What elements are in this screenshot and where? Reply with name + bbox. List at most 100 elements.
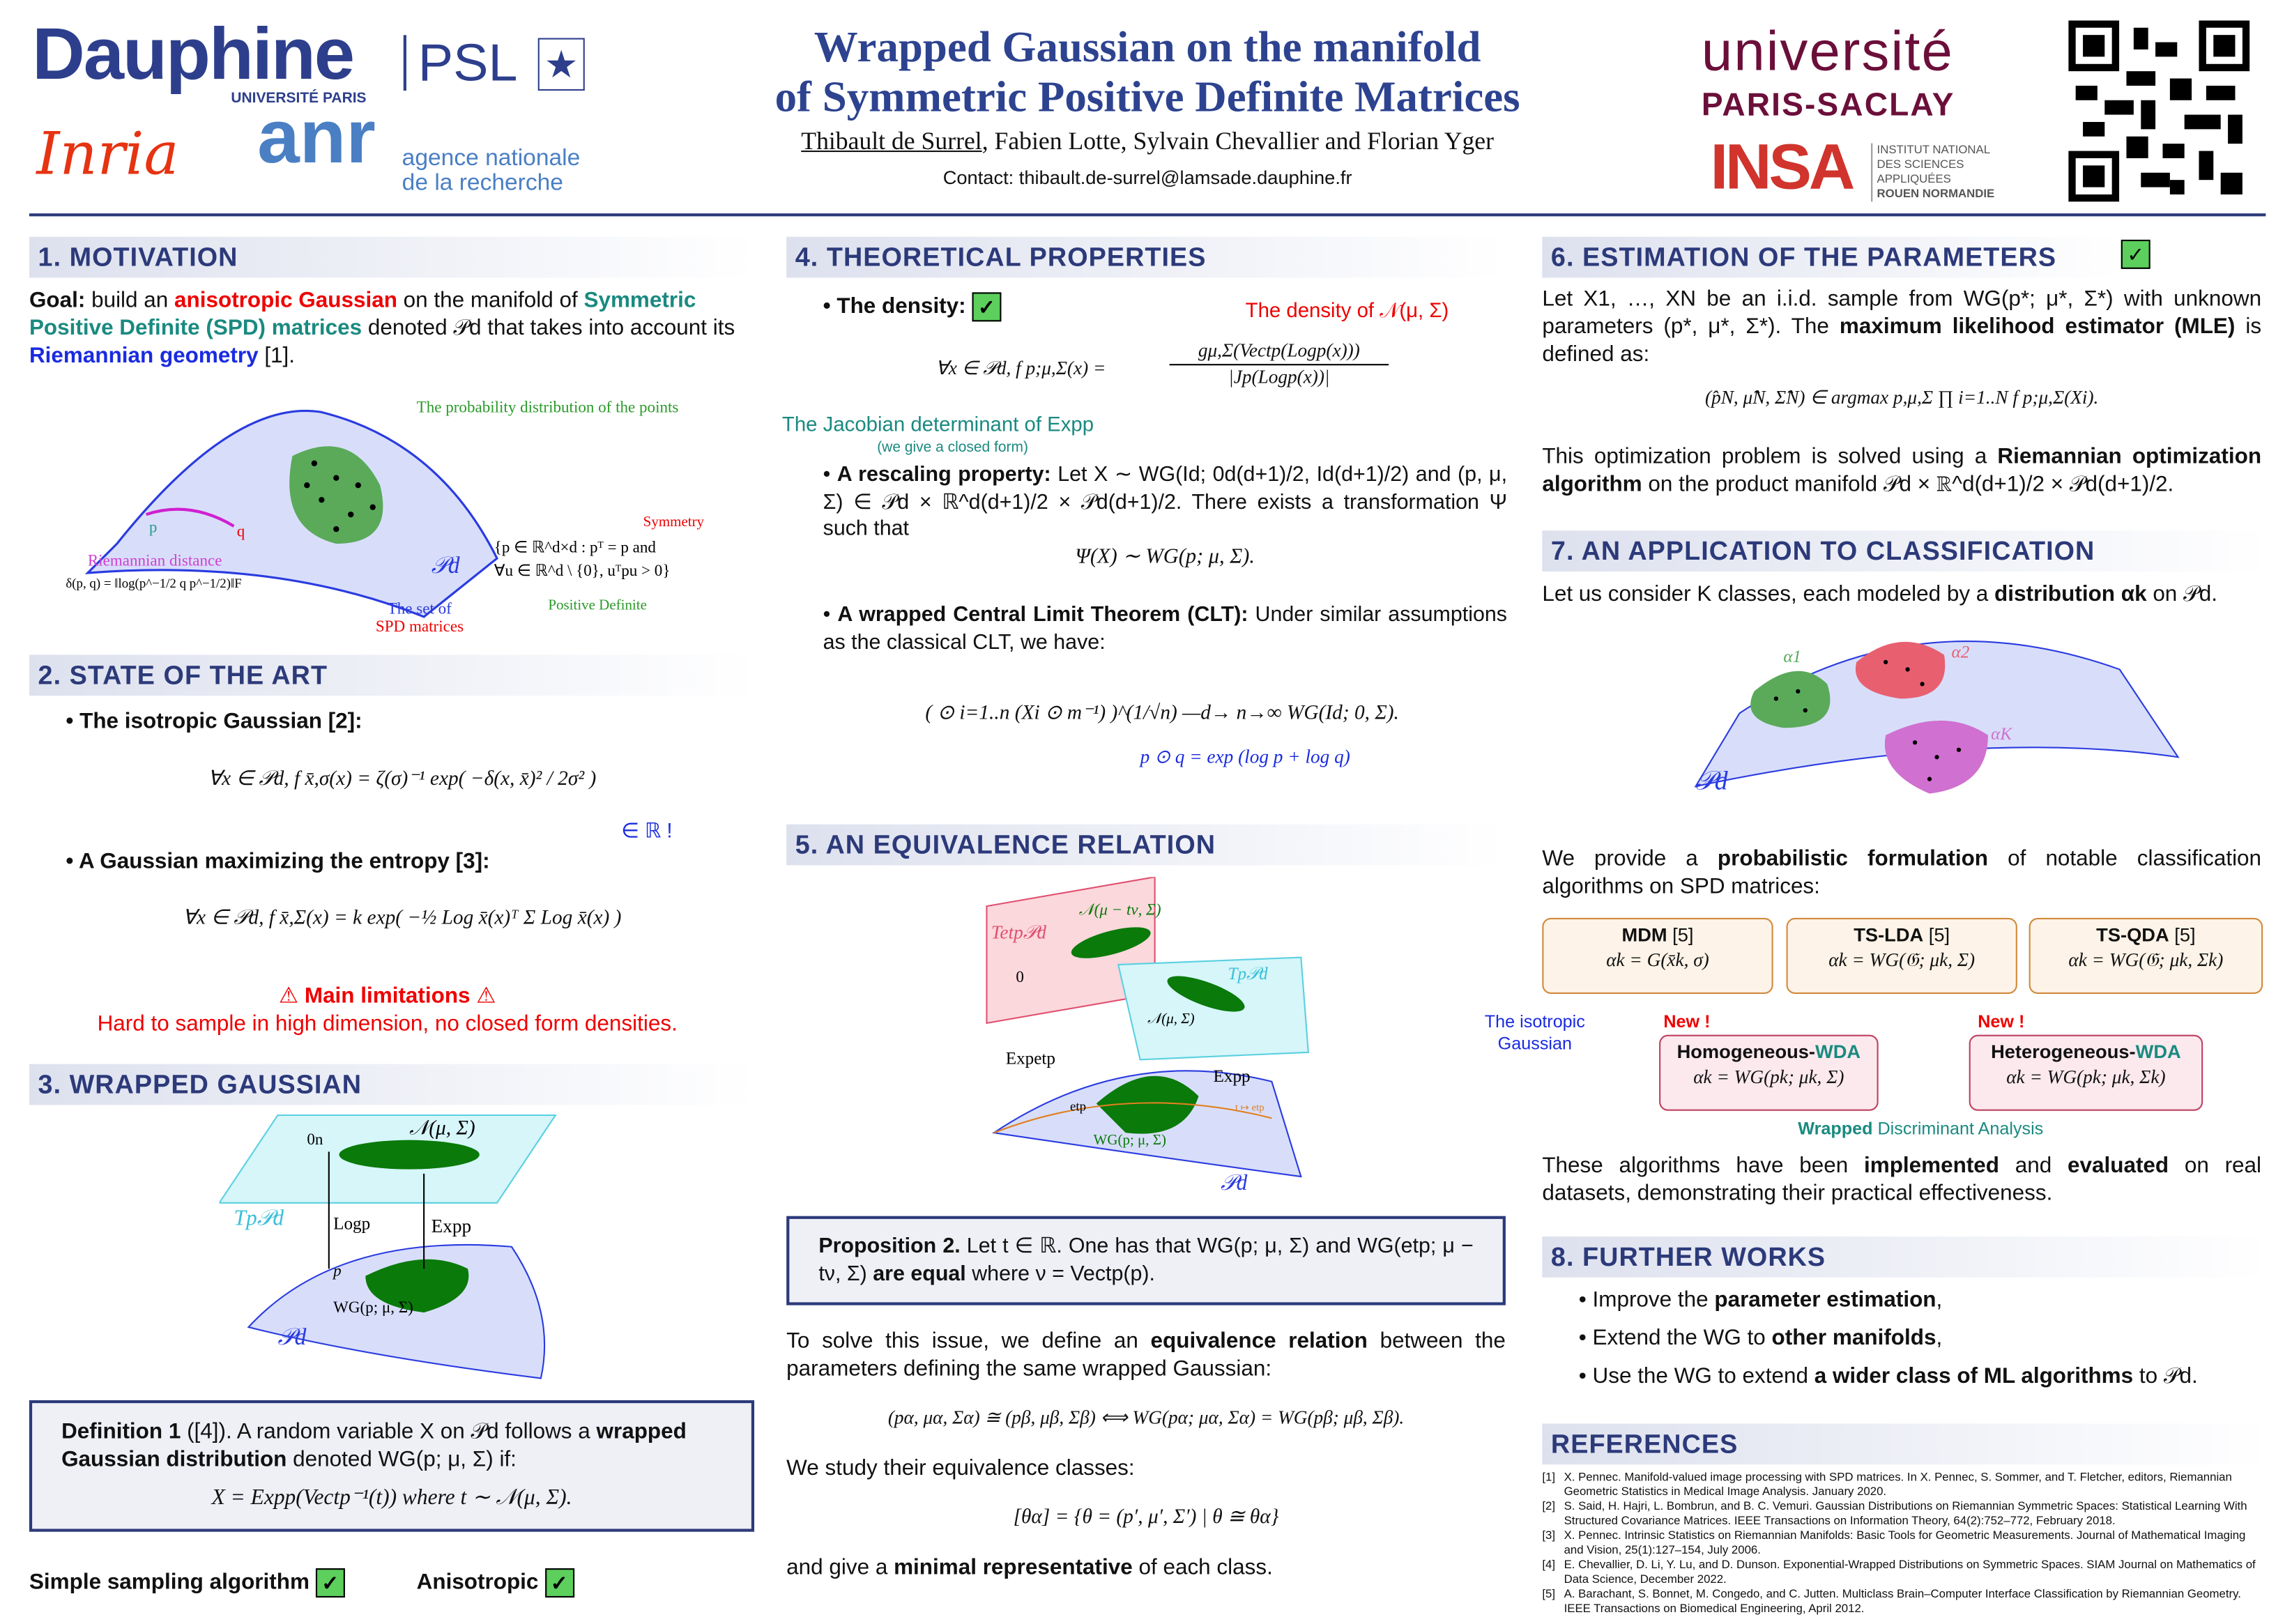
tv-label: t ↦ etp — [1235, 1103, 1265, 1114]
etp-label: etp — [1070, 1100, 1086, 1114]
def-label: Definition 1 — [61, 1419, 181, 1444]
ts-qda-card: TS-QDA [5]αk = WG(𝔊; μk, Σk) — [2029, 917, 2263, 994]
title-line1: Wrapped Gaussian on the manifold — [813, 23, 1481, 72]
density-label: • The density: ✓ — [823, 292, 1002, 322]
text: To solve this issue, we define an — [786, 1328, 1151, 1354]
distribution-blob — [289, 446, 383, 544]
qr-code[interactable] — [2068, 20, 2250, 202]
reference-item: [5]A. Barachant, S. Bonnet, M. Congedo, … — [1542, 1587, 2266, 1616]
equiv-para1: To solve this issue, we define an equiva… — [786, 1327, 1506, 1383]
prop-bold: are equal — [873, 1262, 966, 1286]
motivation-text: Goal: build an anisotropic Gaussian on t… — [29, 286, 753, 371]
bold: distribution αk — [1994, 581, 2147, 607]
anr-sub2: de la recherche — [402, 171, 563, 196]
isotropic-note: The isotropic Gaussian — [1484, 1011, 1585, 1055]
alpha1-label: α1 — [1783, 648, 1801, 666]
log-label: Logp — [333, 1215, 370, 1234]
card-name: Heterogeneous- — [1991, 1041, 2136, 1063]
ref-text: X. Pennec. Intrinsic Statistics on Riema… — [1564, 1529, 2246, 1557]
text: Use the WG to extend — [1592, 1364, 1814, 1389]
card-wda: WDA — [2135, 1041, 2181, 1063]
further-work-item: • Extend the WG to other manifolds, — [1578, 1326, 1943, 1351]
clt-bold: A wrapped Central Limit Theorem (CLT): — [837, 604, 1248, 627]
ref-text: S. Said, H. Hajri, L. Bombrun, and B. C.… — [1564, 1499, 2247, 1528]
ref-num: [1] — [1542, 1470, 1556, 1484]
text: on the product manifold 𝒫d × ℝ^d(d+1)/2 … — [1642, 472, 2174, 498]
definition-box: Definition 1 ([4]). A random variable X … — [29, 1400, 755, 1531]
limitations: ⚠ Main limitations ⚠ Hard to sample in h… — [29, 982, 746, 1038]
warning-icon: ⚠ — [470, 983, 496, 1009]
insa-sub-line: INSTITUT NATIONAL — [1877, 143, 1991, 157]
wda-note: Wrapped Discriminant Analysis — [1798, 1118, 2043, 1138]
section-further-works-heading: 8. FURTHER WORKS — [1542, 1236, 2268, 1278]
set-def1: {p ∈ ℝ^d×d : pᵀ = p and — [494, 538, 657, 556]
text: These algorithms have been — [1542, 1153, 1865, 1179]
classification-para2: We provide a probabilistic formulation o… — [1542, 845, 2261, 901]
rescale-item: • A rescaling property: Let X ∼ WG(Id; 0… — [823, 462, 1507, 571]
reference-item: [3]X. Pennec. Intrinsic Statistics on Ri… — [1542, 1529, 2266, 1558]
manifold-surface — [84, 409, 498, 618]
bold: equivalence relation — [1150, 1328, 1368, 1354]
text: between the parameters defining the same… — [786, 1328, 1506, 1382]
card-eq: αk = WG(pk; μk, Σk) — [2006, 1064, 2166, 1087]
section-equivalence-heading: 5. AN EQUIVALENCE RELATION — [786, 824, 1506, 866]
classification-para1: Let us consider K classes, each modeled … — [1542, 581, 2261, 608]
wda-b: Discriminant Analysis — [1872, 1118, 2044, 1139]
other-authors: , Fabien Lotte, Sylvain Chevallier and F… — [981, 127, 1494, 155]
text: and give a — [786, 1555, 894, 1580]
wrapped-gaussian-figure: 𝒩(μ, Σ) 0n Tp𝒫d Logp Expp p WG(p; μ, Σ) … — [219, 1114, 557, 1379]
tangent-label: Tp𝒫d — [234, 1205, 284, 1230]
saclay-logo: université — [1701, 22, 1954, 84]
equiv-para2: We study their equivalence classes: — [786, 1455, 1135, 1481]
limit-title: Main limitations — [304, 983, 471, 1009]
prob-dist-label: The probability distribution of the poin… — [417, 397, 679, 415]
tetp-label: Tetp𝒫d — [991, 921, 1047, 942]
symmetry-label: Symmetry — [643, 513, 705, 530]
contact[interactable]: Contact: thibault.de-surrel@lamsade.daup… — [942, 167, 1352, 189]
text: , — [1936, 1326, 1943, 1351]
bold: maximum likelihood estimator (MLE) — [1839, 314, 2236, 339]
density-den: |Jp(Logp(x))| — [1228, 365, 1330, 387]
text: Let X1, …, XN be an i.i.d. sample from W… — [1542, 286, 2262, 339]
card-name: Homogeneous- — [1676, 1041, 1816, 1063]
density-eq-lhs: ∀x ∈ 𝒫d, f p;μ,Σ(x) = — [935, 356, 1106, 379]
card-ref: [5] — [1923, 924, 1950, 946]
def-bold: wrapped Gaussian distribution — [61, 1419, 687, 1473]
text: build an — [85, 288, 175, 313]
title-line2: of Symmetric Positive Definite Matrices — [774, 72, 1520, 122]
anisotropic-term: anisotropic Gaussian — [174, 288, 397, 313]
poster-title: Wrapped Gaussian on the manifold of Symm… — [629, 24, 1667, 123]
further-work-item: • Improve the parameter estimation, — [1578, 1287, 1943, 1313]
zero-label: 0 — [1016, 967, 1024, 986]
text: We provide a — [1542, 846, 1718, 871]
bold: parameter estimation — [1714, 1287, 1936, 1313]
wg-label: WG(p; μ, Σ) — [333, 1298, 413, 1316]
mdm-card: MDM [5]αk = G(x̄k, σ) — [1542, 917, 1773, 994]
limit-text: Hard to sample in high dimension, no clo… — [97, 1011, 678, 1037]
anisotropic: Anisotropic ✓ — [417, 1568, 574, 1598]
mle-eq: (p̂N, μ̂N, Σ̂N) ∈ argmax p,μ,Σ ∏ i=1..N … — [1704, 385, 2099, 408]
density-fraction: gμ,Σ(Vectp(Logp(x))) |Jp(Logp(x))| — [1169, 339, 1389, 390]
p-label: p — [149, 517, 158, 535]
alpha2-label: α2 — [1951, 643, 1969, 662]
insa-sub-line: APPLIQUÉES — [1877, 172, 1951, 186]
equiv-eq2: [θα] = {θ = (p′, μ′, Σ′) | θ ≅ θα} — [1013, 1507, 1279, 1529]
section-motivation-heading: 1. MOTIVATION — [29, 236, 755, 278]
sota-eq2: ∀x ∈ 𝒫d, f x̄,Σ(x) = k exp( −½ Log x̄(x)… — [182, 907, 622, 930]
text: and — [1999, 1153, 2068, 1179]
q-label: q — [237, 522, 245, 540]
check-icon: ✓ — [2121, 239, 2150, 269]
card-ref: [5] — [1667, 924, 1694, 946]
tp-label: Tp𝒫d — [1228, 965, 1268, 983]
prop-label: Proposition 2. — [818, 1234, 961, 1259]
anisotropic-label: Anisotropic — [416, 1570, 539, 1595]
further-work-item: • Use the WG to extend a wider class of … — [1578, 1364, 2198, 1389]
ref-text: A. Barachant, S. Bonnet, M. Congedo, and… — [1564, 1587, 2241, 1616]
pd-label: 𝒫d — [431, 553, 460, 579]
geodesic — [146, 507, 235, 528]
text: This optimization problem is solved usin… — [1542, 444, 1998, 470]
saclay-sub: PARIS-SACLAY — [1701, 86, 1955, 123]
